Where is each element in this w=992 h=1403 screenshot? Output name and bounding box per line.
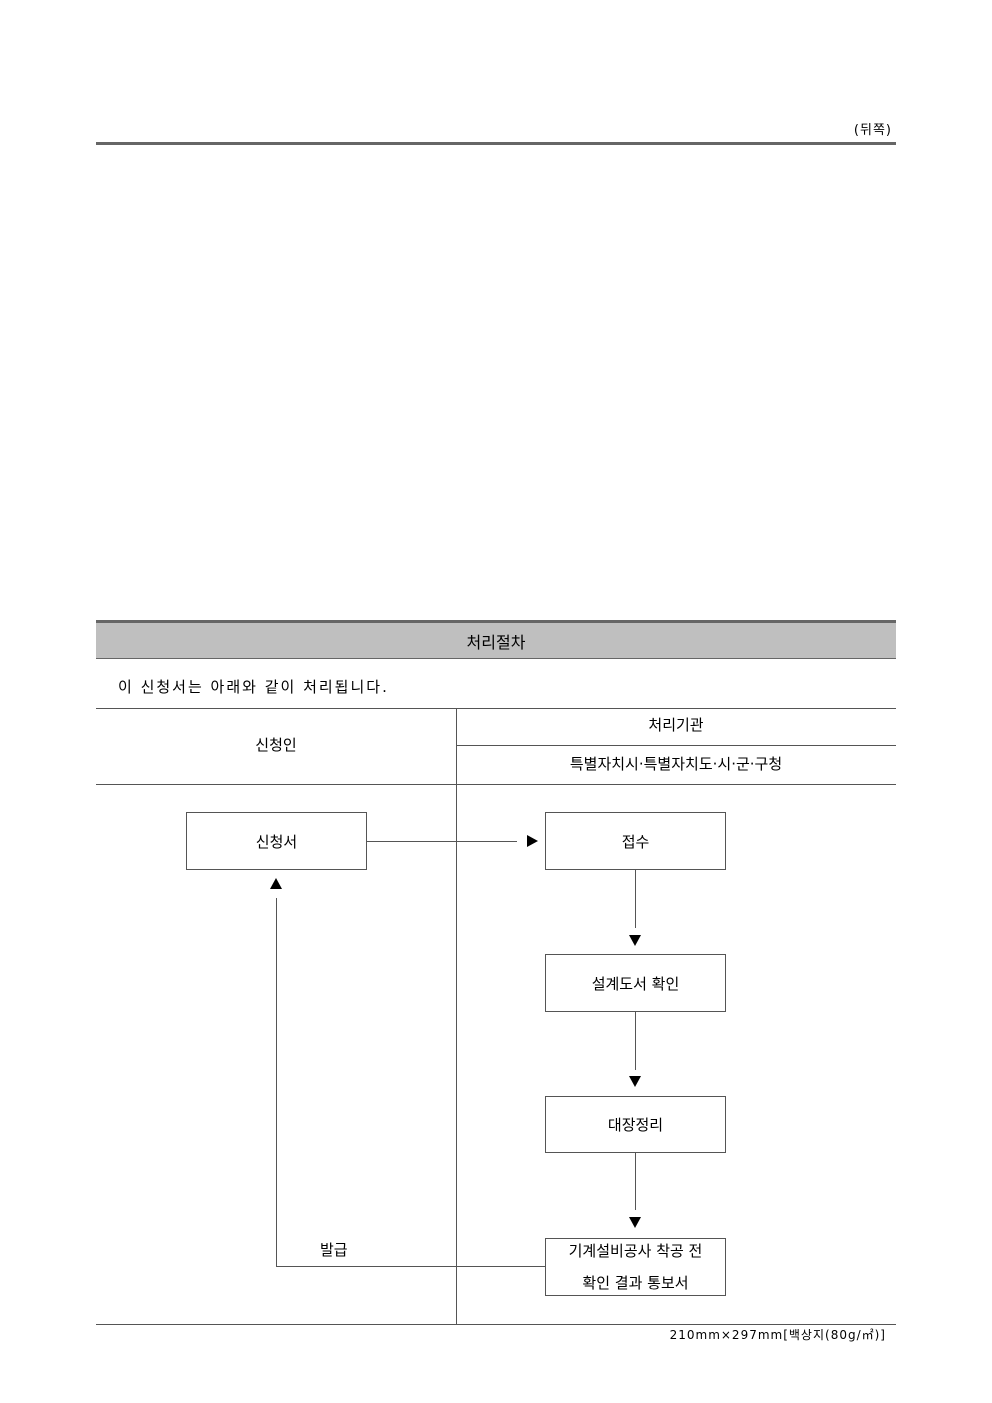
application-box: 신청서 xyxy=(186,812,367,870)
receipt-label: 접수 xyxy=(621,832,650,851)
arrow-up-icon xyxy=(270,878,282,889)
section-title: 처리절차 xyxy=(466,632,526,652)
result-label-line1: 기계설비공사 착공 전 xyxy=(568,1242,703,1260)
page-side-label: (뒤쪽) xyxy=(853,123,892,138)
column-agency: 처리기관 xyxy=(648,716,704,734)
connector-design-to-ledger xyxy=(635,1012,636,1070)
result-label-line2: 확인 결과 통보서 xyxy=(582,1274,689,1292)
connector-result-to-issue xyxy=(276,1266,545,1267)
paper-spec: 210mm×297mm[백상지(80g/㎡)] xyxy=(669,1328,886,1342)
connector-receipt-to-design xyxy=(635,870,636,928)
intro-text: 이 신청서는 아래와 같이 처리됩니다. xyxy=(118,678,389,696)
application-label: 신청서 xyxy=(255,832,298,851)
arrow-down-icon xyxy=(629,935,641,946)
issue-label: 발급 xyxy=(320,1241,348,1259)
header-rule xyxy=(96,142,896,145)
arrow-down-icon xyxy=(629,1217,641,1228)
agency-name: 특별자치시·특별자치도·시·군·구청 xyxy=(569,755,783,773)
connector-issue-up xyxy=(276,898,277,1266)
receipt-box: 접수 xyxy=(545,812,726,870)
table-header-bottom xyxy=(96,784,896,785)
connector-application-to-receipt xyxy=(367,841,517,842)
section-title-bar: 처리절차 xyxy=(96,620,896,659)
design-check-box: 설계도서 확인 xyxy=(545,954,726,1012)
table-bottom-border xyxy=(96,1324,896,1325)
result-notice-box: 기계설비공사 착공 전 확인 결과 통보서 xyxy=(545,1238,726,1296)
ledger-label: 대장정리 xyxy=(607,1116,664,1134)
arrow-down-icon xyxy=(629,1076,641,1087)
design-check-label: 설계도서 확인 xyxy=(591,974,680,993)
ledger-box: 대장정리 xyxy=(545,1096,726,1153)
column-applicant: 신청인 xyxy=(255,736,297,754)
arrow-right-icon xyxy=(527,835,538,847)
agency-split-line xyxy=(456,745,896,746)
table-top-border xyxy=(96,708,896,709)
column-divider xyxy=(456,708,457,1325)
connector-ledger-to-result xyxy=(635,1153,636,1210)
